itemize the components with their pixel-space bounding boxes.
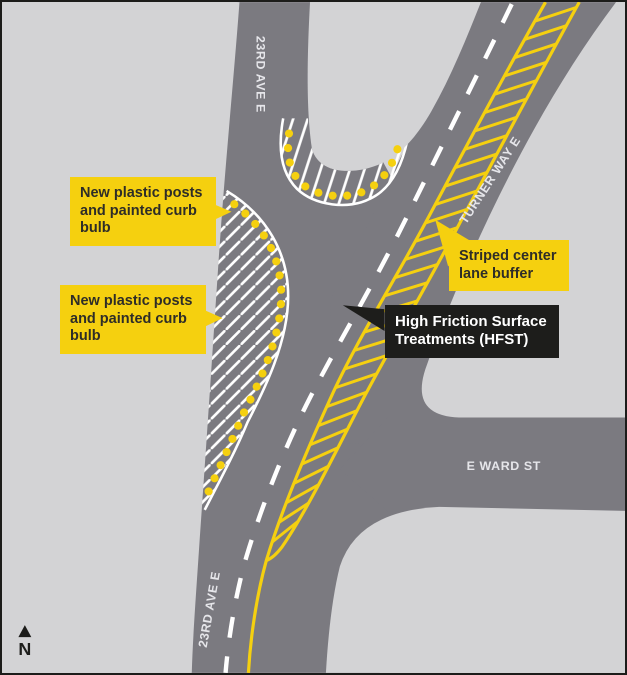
buffer-rung [334, 372, 378, 390]
plastic-post-dot [314, 188, 323, 197]
plastic-post-dot [272, 328, 281, 337]
plastic-post-dot [258, 369, 267, 378]
plastic-post-dot [343, 191, 352, 200]
buffer-rung [384, 281, 428, 298]
plastic-post-dot [283, 144, 293, 153]
buffer-rung [326, 390, 368, 409]
plastic-post-dot [370, 181, 379, 190]
buffer-rung [301, 446, 339, 466]
plastic-post-dot [252, 382, 261, 391]
callout-curb-bulb-2: New plastic posts and painted curb bulb [60, 285, 206, 355]
plastic-post-dot [272, 257, 281, 266]
buffer-rung [444, 171, 488, 188]
plastic-post-dot [277, 285, 286, 294]
curb-bulb-island-outline [279, 118, 409, 207]
buffer-rung [293, 464, 330, 485]
plastic-posts-west [204, 200, 286, 496]
plastic-post-dot [241, 209, 250, 218]
plastic-post-dot [251, 219, 260, 229]
plastic-post-dot [259, 231, 268, 240]
plastic-post-dot [266, 243, 276, 253]
pointer-hfst [342, 305, 385, 332]
buffer-rung [503, 60, 547, 78]
plastic-post-dot [301, 182, 310, 191]
patch-southeast-block [325, 506, 625, 673]
plastic-post-dot [216, 461, 225, 470]
plastic-post-dot [230, 200, 239, 209]
buffer-rung [278, 501, 310, 524]
buffer-rung [524, 24, 567, 41]
plastic-post-dot [228, 434, 237, 443]
buffer-rail-west [246, 2, 547, 673]
plastic-post-dot [275, 314, 284, 323]
plastic-post-dot [357, 188, 366, 197]
buffer-rung [534, 5, 577, 23]
label-e-ward-st: E WARD ST [467, 459, 541, 473]
north-arrow-icon [18, 625, 32, 638]
plastic-post-dot [222, 447, 231, 457]
north-arrow-label: N [18, 639, 31, 659]
curb-bulb-west-fill [197, 190, 289, 511]
lane-dash-line [223, 3, 514, 673]
plastic-post-dot [380, 171, 389, 180]
buffer-rung [344, 354, 388, 371]
plastic-post-dot [285, 158, 294, 167]
buffer-rung [474, 115, 518, 133]
buffer-rung [484, 97, 527, 115]
buffer-rung [271, 519, 300, 544]
plastic-post-dot [276, 300, 285, 309]
plastic-post-dot [328, 191, 337, 200]
traffic-island [307, 2, 481, 171]
buffer-rung [493, 79, 537, 96]
buffer-rung [434, 189, 478, 206]
plastic-post-dot [393, 145, 402, 154]
callout-curb-bulb-1: New plastic posts and painted curb bulb [70, 177, 216, 247]
buffer-rung [394, 262, 439, 280]
plastic-post-dot [210, 474, 219, 483]
curb-bulb-island [279, 113, 425, 207]
buffer-rung [309, 427, 349, 447]
buffer-rung [514, 42, 557, 60]
north-arrow: N [18, 625, 31, 659]
plastic-post-dot [263, 355, 272, 365]
plastic-post-dot [239, 408, 249, 417]
buffer-rung [464, 134, 508, 151]
plastic-post-dot [234, 421, 243, 430]
callout-striped-buffer: Striped center lane buffer [449, 240, 569, 292]
label-23rd-ave-top: 23RD AVE E [253, 36, 267, 113]
buffer-rung [454, 152, 498, 170]
plastic-post-dot [387, 158, 397, 167]
buffer-rung [404, 244, 448, 261]
plastic-post-dot [275, 271, 284, 280]
buffer-rung [424, 207, 468, 225]
plastic-post-dot [291, 171, 300, 180]
plastic-posts-island [283, 129, 402, 200]
road-e-ward-st [339, 415, 625, 513]
curb-bulb-island-fill [280, 113, 425, 206]
callout-hfst: High Friction Surface Treatments (HFST) [385, 305, 559, 358]
plastic-post-dot [284, 129, 294, 138]
curb-bulb-west [197, 189, 290, 511]
plastic-post-dot [246, 395, 255, 404]
plastic-post-dot [268, 342, 277, 351]
buffer-rung [317, 409, 358, 428]
curb-bulb-west-outline [203, 189, 290, 511]
plastic-post-dot [204, 487, 213, 496]
buffer-rung [285, 483, 320, 505]
